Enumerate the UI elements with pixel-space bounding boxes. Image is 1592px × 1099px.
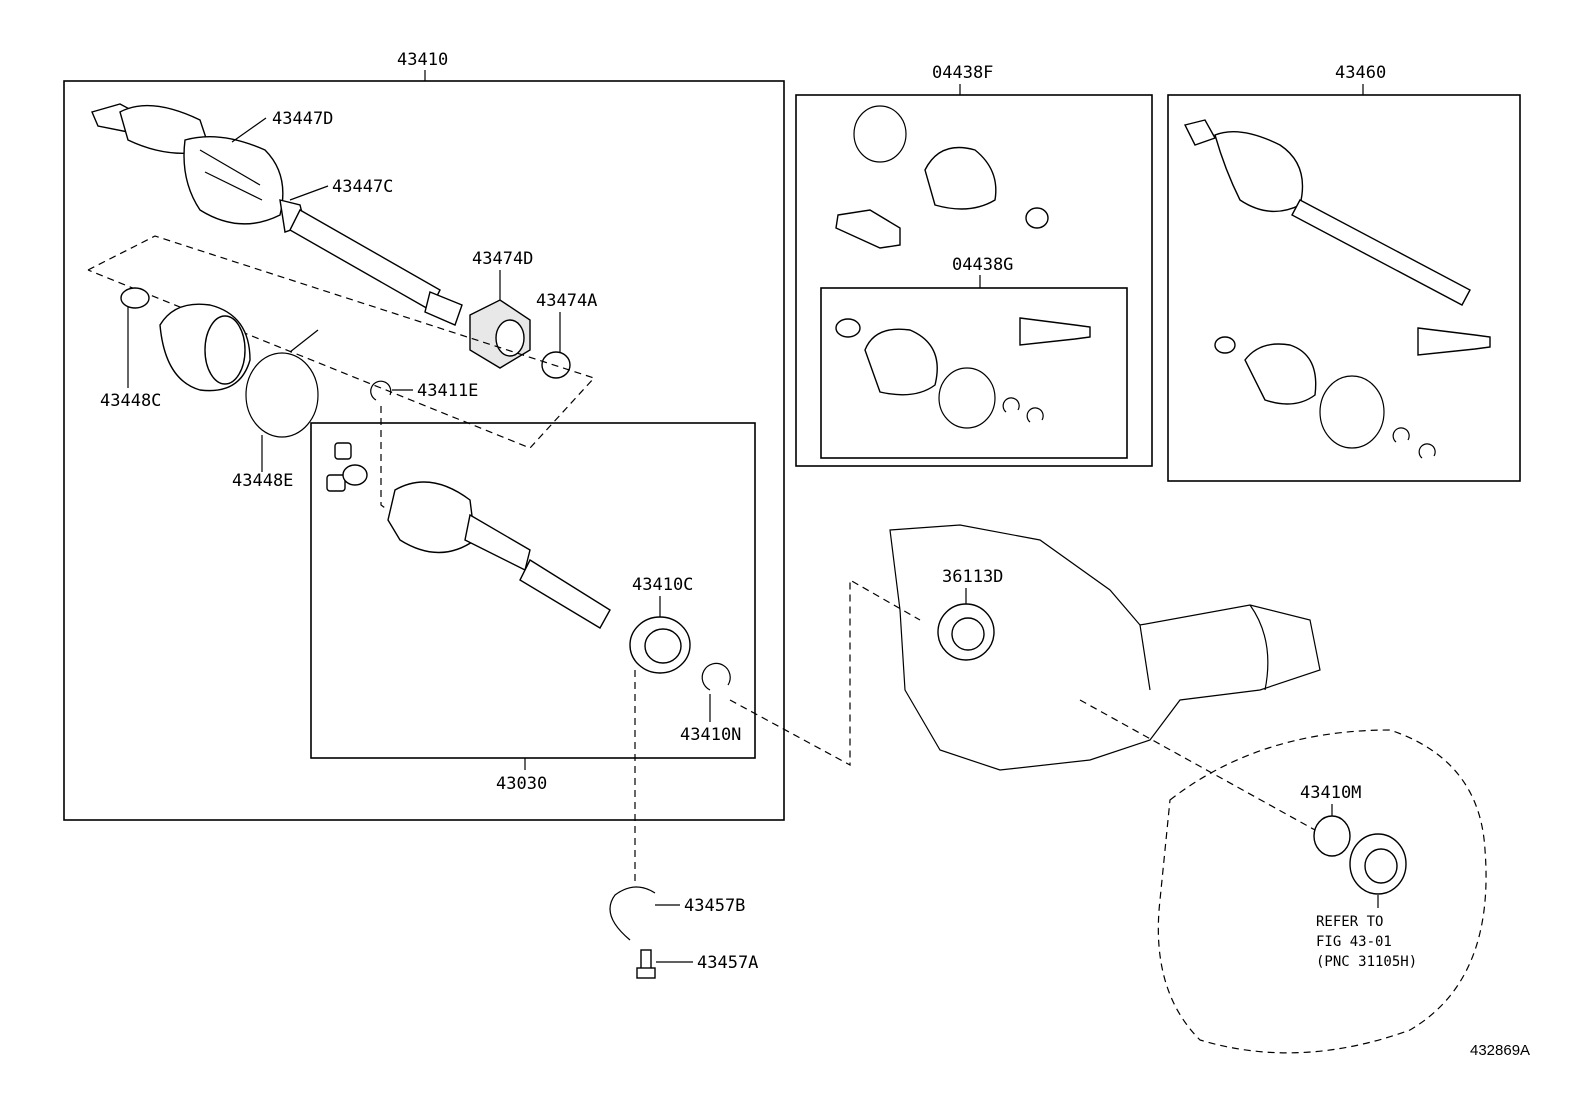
tripod-joint[interactable] xyxy=(326,442,368,492)
label-43448E[interactable]: 43448E xyxy=(232,471,293,491)
label-43460[interactable]: 43460 xyxy=(1335,63,1386,83)
label-36113D[interactable]: 36113D xyxy=(942,567,1003,587)
inner-boot[interactable] xyxy=(159,303,251,392)
label-43457B[interactable]: 43457B xyxy=(684,896,745,916)
label-43410N[interactable]: 43410N xyxy=(680,725,741,745)
label-43447D[interactable]: 43447D xyxy=(272,109,333,129)
transaxle-housing xyxy=(889,524,1321,771)
seal-43410M[interactable] xyxy=(1313,815,1407,895)
snap-ring-43410N[interactable] xyxy=(701,662,731,691)
ring-43474A[interactable] xyxy=(541,351,571,379)
kit-04438F-parts[interactable] xyxy=(835,105,1049,249)
note-line-1: REFER TO xyxy=(1316,914,1383,930)
label-04438F[interactable]: 04438F xyxy=(932,63,993,83)
bolt-43457A[interactable] xyxy=(636,949,656,979)
figure-id: 432869A xyxy=(1470,1042,1530,1059)
note-line-2: FIG 43-01 xyxy=(1316,934,1392,950)
clamp-43448C[interactable] xyxy=(120,287,150,309)
label-43410[interactable]: 43410 xyxy=(397,50,448,70)
label-04438G[interactable]: 04438G xyxy=(952,255,1013,275)
clip-43457B[interactable] xyxy=(609,886,656,941)
label-43411E[interactable]: 43411E xyxy=(417,381,478,401)
bearing-43410C[interactable] xyxy=(629,616,691,674)
group-box-04438G xyxy=(820,287,1128,459)
label-43410C[interactable]: 43410C xyxy=(632,575,693,595)
gear-housing-outline xyxy=(1157,729,1487,1054)
group-box-43030 xyxy=(310,422,756,759)
label-43474D[interactable]: 43474D xyxy=(472,249,533,269)
label-43410M[interactable]: 43410M xyxy=(1300,783,1361,803)
group-box-04438F xyxy=(795,94,1153,467)
group-box-43460 xyxy=(1167,94,1521,482)
outer-drive-shaft[interactable] xyxy=(91,103,463,326)
seal-36113D[interactable] xyxy=(937,603,995,661)
band-clamp-43448E[interactable] xyxy=(245,329,319,438)
group-box-43410 xyxy=(63,80,785,821)
label-43030[interactable]: 43030 xyxy=(496,774,547,794)
label-43474A[interactable]: 43474A xyxy=(536,291,597,311)
label-43447C[interactable]: 43447C xyxy=(332,177,393,197)
shaft-43460-parts[interactable] xyxy=(1183,119,1491,459)
label-43448C[interactable]: 43448C xyxy=(100,391,161,411)
note-line-3: (PNC 31105H) xyxy=(1316,954,1417,970)
damper-43474D[interactable] xyxy=(469,299,531,369)
ring-43411E[interactable] xyxy=(370,380,392,401)
label-43457A[interactable]: 43457A xyxy=(697,953,758,973)
inner-joint-shaft[interactable] xyxy=(387,481,611,629)
kit-04438G-parts[interactable] xyxy=(835,317,1091,429)
